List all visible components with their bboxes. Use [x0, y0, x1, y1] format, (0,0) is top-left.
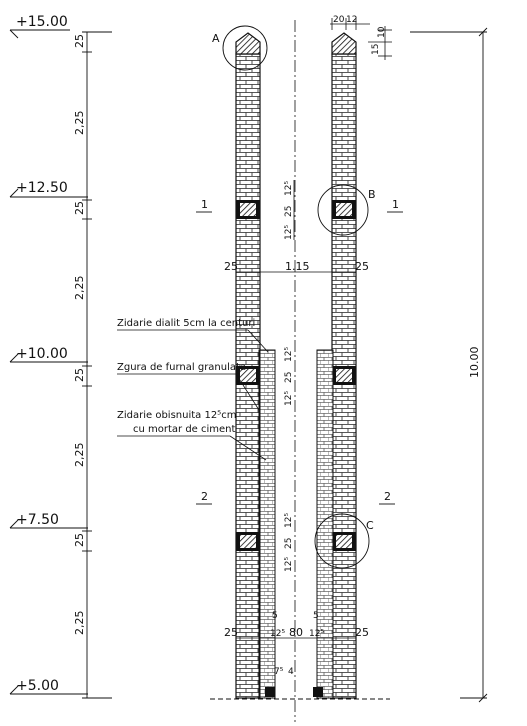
elevation-mark-10: +10.00	[9, 346, 88, 363]
left-base-block	[265, 687, 275, 697]
detail-a-label: A	[212, 32, 220, 45]
top-dim-12: 12	[346, 15, 357, 25]
width-dimension-bottom: 25 12⁵ 80 12⁵ 25 5 5 7⁵ 4	[224, 611, 369, 677]
top-dim-15: 15	[371, 44, 381, 55]
vdim-7: 25	[73, 533, 86, 547]
detail-c-label: C	[366, 519, 374, 532]
elevation-5: +5.00	[16, 678, 59, 694]
belt-dim-upper-b: 25	[284, 206, 294, 217]
right-base-block	[313, 687, 323, 697]
width-mid-left: 25	[224, 260, 238, 273]
elevation-15: +15.00	[16, 14, 68, 30]
dim-seven: 7⁵	[274, 667, 284, 677]
elevation-mark-750: +7.50	[9, 512, 88, 529]
width-mid-right: 25	[355, 260, 369, 273]
right-lining	[316, 349, 334, 699]
dim-four: 4	[288, 667, 294, 677]
elevation-1250: +12.50	[16, 180, 68, 196]
elevation-mark-5: +5.00	[9, 678, 88, 695]
overall-height-label: 10.00	[468, 347, 481, 379]
belt-dim-mid-c: 12⁵	[284, 391, 294, 406]
belt-dim-low-b: 25	[284, 538, 294, 549]
note-dialit: Zidarie dialit 5cm la centuri	[117, 318, 255, 329]
vdim-2: 2,25	[73, 111, 86, 136]
detail-a: A	[212, 25, 268, 71]
belt-dims-upper: 12⁵ 25 12⁵	[284, 180, 295, 240]
elevation-mark-1250: +12.50	[9, 180, 88, 198]
vdim-1: 25	[73, 34, 86, 48]
belt-dims-lower: 12⁵ 25 12⁵	[284, 513, 294, 572]
width-dimension-middle: 25 1.15 25	[224, 260, 369, 278]
vdim-3: 25	[73, 201, 86, 215]
width-bot-left: 25	[224, 626, 238, 639]
elevation-10: +10.00	[16, 346, 68, 362]
section-1-left: 1	[201, 198, 208, 211]
width-bot-right: 25	[355, 626, 369, 639]
elevation-750: +7.50	[16, 512, 59, 528]
detail-c: C	[314, 513, 374, 569]
section-2-left: 2	[201, 490, 208, 503]
width-bot-right-lining: 12⁵	[309, 629, 324, 639]
belt-dim-low-c: 12⁵	[284, 557, 294, 572]
note-zgura: Zgura de furnal granulata	[117, 362, 246, 373]
detail-b: B	[317, 184, 376, 236]
note-zidarie-line2: cu mortar de ciment	[133, 424, 236, 435]
dim-five-left: 5	[272, 611, 278, 621]
vdim-8: 2,25	[73, 611, 86, 636]
elevation-scale: +15.00 +12.50 +10.00 +7.50 +5.00 25 2,25…	[9, 14, 112, 699]
belt-dim-upper-c: 12⁵	[284, 225, 294, 240]
section-marks: 1 1 2 2	[196, 198, 403, 505]
width-bot-left-lining: 12⁵	[270, 629, 285, 639]
top-dimensions: 20 12 10 15	[330, 15, 392, 60]
belt-dim-low-a: 12⁵	[284, 513, 294, 528]
elevation-mark-15: +15.00	[9, 14, 70, 39]
overall-height-dimension: 10.00	[410, 27, 488, 703]
vdim-5: 25	[73, 368, 86, 382]
belt-dim-mid-b: 25	[284, 372, 294, 383]
section-1-right: 1	[392, 198, 399, 211]
belt-dims-middle: 12⁵ 25 12⁵	[284, 347, 294, 406]
vdim-6: 2,25	[73, 443, 86, 468]
width-mid-center: 1.15	[285, 260, 310, 273]
left-lining	[258, 349, 276, 699]
dim-five-right: 5	[313, 611, 319, 621]
detail-b-label: B	[368, 188, 376, 201]
top-dim-10: 10	[377, 26, 387, 38]
right-wall	[331, 32, 357, 699]
top-dim-20: 20	[333, 15, 345, 25]
belt-dim-upper-a: 12⁵	[284, 181, 294, 196]
vdim-4: 2,25	[73, 276, 86, 301]
width-bot-center: 80	[289, 626, 303, 639]
section-2-right: 2	[384, 490, 391, 503]
belt-dim-mid-a: 12⁵	[284, 347, 294, 362]
material-notes: Zidarie dialit 5cm la centuri Zgura de f…	[117, 318, 269, 461]
note-zidarie-line1: Zidarie obisnuita 12⁵cm	[117, 410, 236, 421]
